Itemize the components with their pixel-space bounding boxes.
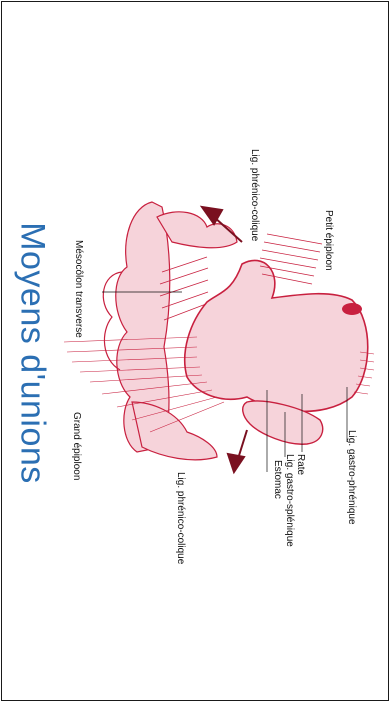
label-lig-phrenico-colique-bottom: Lig. phrénico-colique [175,472,186,564]
label-estomac: Estomac [272,460,283,499]
label-lig-gastro-splenique: Lig. gastro-splénique [284,454,295,547]
label-lig-gastro-phrenique: Lig. gastro-phrénique [346,430,357,525]
stomach [185,260,368,411]
label-lig-phrenico-colique-top: Lig. phrénico-colique [249,149,260,241]
label-grand-epiploon: Grand épiploon [71,412,82,480]
label-rate: Rate [295,454,306,475]
label-mesocolon-transverse: Mésocôlon transverse [73,240,84,338]
label-petit-epiploon: Petit épiploon [323,210,334,271]
